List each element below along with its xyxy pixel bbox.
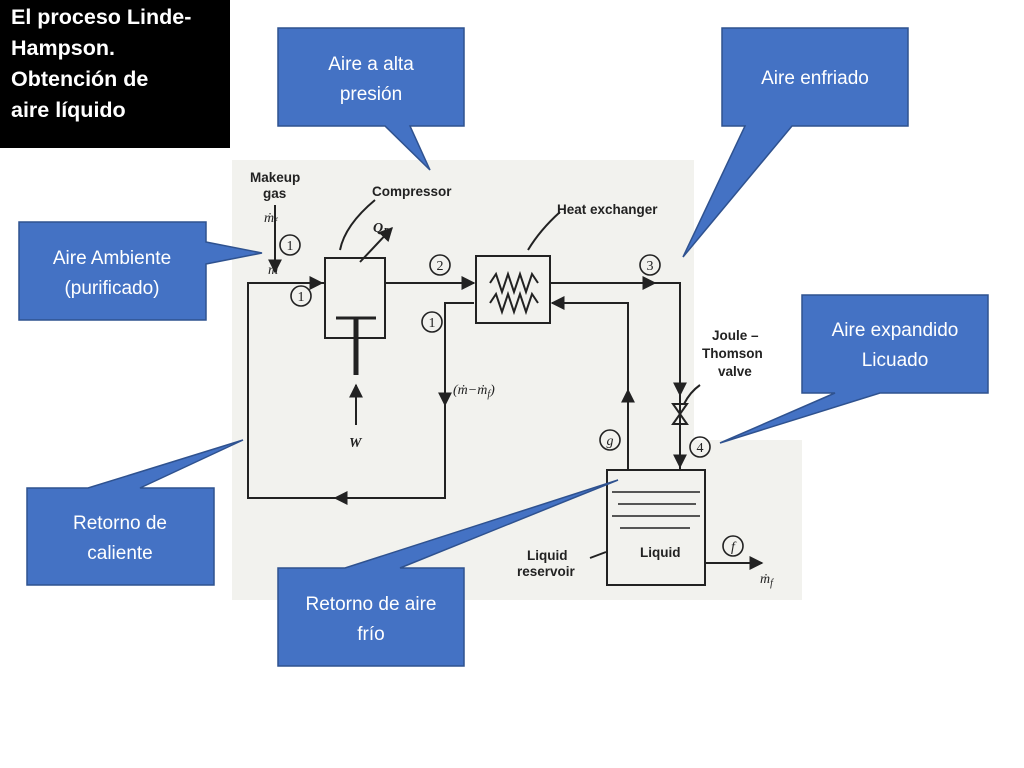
state-g-marker [599,429,621,451]
callout-alta-presion-line-1: Aire a alta [328,54,414,75]
callout-enfriado: Aire enfriado [682,27,909,258]
callout-alta-presion-line-2: presión [340,84,402,105]
callout-expandido-line-2: Licuado [862,350,929,371]
line-state-g [550,296,629,470]
liquid-out-flow-label: ṁf [760,572,774,589]
work-label: W [349,436,363,451]
callout-retorno-caliente: Retorno de caliente [26,439,244,586]
state-1-inlet: 1 [298,290,305,305]
callout-expandido: Aire expandido Licuado [719,294,989,444]
state-1-return-marker [421,311,443,333]
makeup-label-2: gas [263,186,286,201]
compressor-label: Compressor [372,184,452,199]
callout-alta-presion: Aire a alta presión [277,27,465,171]
state-f-marker [722,535,744,557]
heat-exchanger-label: Heat exchanger [557,202,658,217]
joule-thomson-valve [671,384,701,425]
callout-retorno-frio-line-1: Retorno de aire [306,594,437,615]
line-state-3 [550,282,681,470]
state-3: 3 [647,259,654,274]
reservoir-label-1: Liquid [527,548,568,563]
liquid-label: Liquid [640,545,681,560]
makeup-flow-label: ṁf [264,211,278,228]
callout-retorno-caliente-line-2: caliente [87,543,153,564]
callout-ambiente-line-1: Aire Ambiente [53,248,171,269]
makeup-label-1: Makeup [250,170,300,185]
state-2: 2 [437,259,444,274]
callout-ambiente: Aire Ambiente (purificado) [18,221,263,321]
state-markers [279,234,744,557]
state-1-inlet-marker [290,285,312,307]
state-1-makeup: 1 [287,239,294,254]
state-1-makeup-marker [279,234,301,256]
state-2-marker [429,254,451,276]
callout-retorno-frio-line-2: frío [357,624,384,645]
callout-expandido-line-1: Aire expandido [832,320,959,341]
heat-exchanger [475,211,561,324]
state-1-return: 1 [429,316,436,331]
state-4: 4 [697,441,704,456]
state-3-marker [639,254,661,276]
state-f: f [731,540,737,555]
inlet-flow-label: ṁ [268,263,278,278]
jt-label-1: Joule – [712,328,759,343]
compressor [324,199,386,375]
liquid-reservoir [589,469,706,586]
state-4-marker [689,436,711,458]
flow-lines [247,205,764,570]
jt-label-3: valve [718,364,752,379]
reservoir-label-2: reservoir [517,564,576,579]
heat-rejection-label: QR [373,221,390,238]
callout-retorno-frio: Retorno de aire frío [277,479,619,667]
callout-ambiente-line-2: (purificado) [64,278,159,299]
state-g: g [607,434,614,449]
arrow-heat [359,226,393,263]
return-flow-label: (ṁ−ṁf) [453,383,495,400]
slide-title: El proceso Linde- Hampson. Obtención de … [0,0,230,148]
callout-retorno-caliente-line-1: Retorno de [73,513,167,534]
jt-label-2: Thomson [702,346,763,361]
callout-enfriado-line-1: Aire enfriado [761,68,869,89]
